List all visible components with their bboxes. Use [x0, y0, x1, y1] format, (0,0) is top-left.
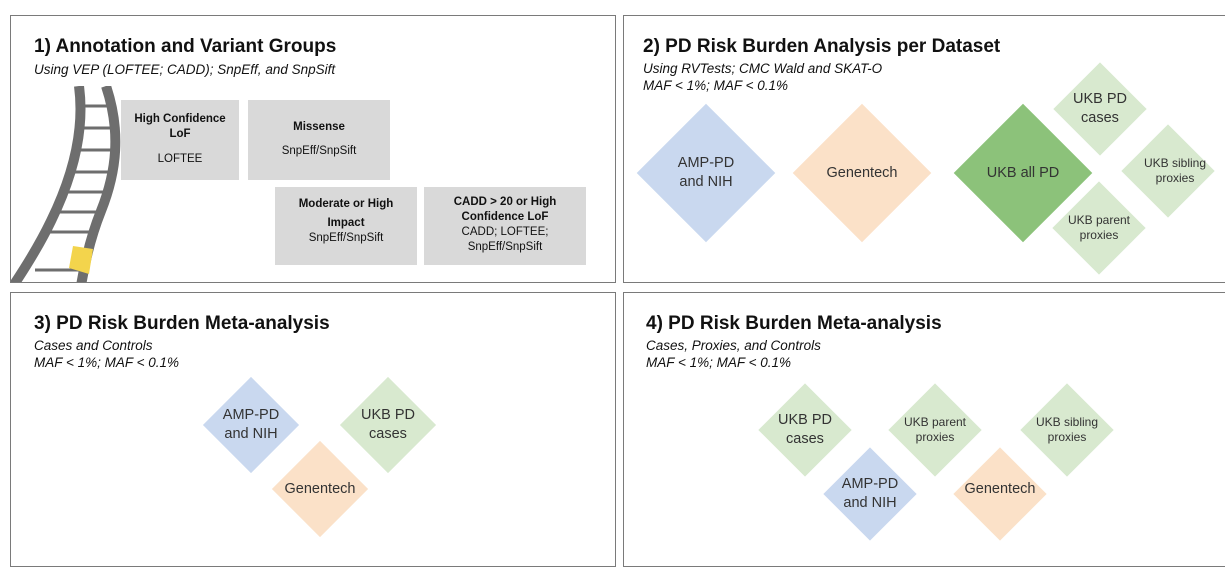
- group-title: High Confidence: [134, 113, 226, 125]
- group-title: CADD > 20 or High: [453, 196, 557, 208]
- group-tool: SnpEff/SnpSift: [467, 241, 543, 253]
- label-genentech: Genentech: [284, 480, 356, 497]
- panel-title: 3) PD Risk Burden Meta-analysis: [34, 313, 330, 334]
- group-title: Confidence LoF: [461, 211, 549, 223]
- panel-subtitle: Using RVTests; CMC Wald and SKAT-O: [643, 61, 883, 76]
- panel-subtitle: Cases, Proxies, and Controls: [646, 338, 821, 353]
- group-tool: CADD; LOFTEE;: [461, 226, 549, 238]
- group-box-high-confidence-lof: High Confidence LoF LOFTEE: [121, 100, 239, 180]
- group-box-cadd: CADD > 20 or High Confidence LoF CADD; L…: [424, 187, 586, 265]
- maf-thresholds: MAF < 1%; MAF < 0.1%: [643, 78, 789, 93]
- group-title: LoF: [169, 128, 191, 140]
- panel-subtitle: Using VEP (LOFTEE; CADD); SnpEff, and Sn…: [34, 62, 336, 77]
- maf-thresholds: MAF < 1%; MAF < 0.1%: [34, 355, 180, 370]
- label-ukb-all-pd: UKB all PD: [986, 164, 1060, 181]
- panel-meta-cases-controls: 3) PD Risk Burden Meta-analysis Cases an…: [10, 292, 616, 567]
- group-tool: LOFTEE: [157, 153, 203, 165]
- dna-helix-icon: [11, 86, 121, 282]
- group-title: Moderate or High: [298, 198, 394, 210]
- panel-subtitle: Cases and Controls: [34, 338, 153, 353]
- group-tool: SnpEff/SnpSift: [281, 145, 357, 157]
- panel-title: 4) PD Risk Burden Meta-analysis: [646, 313, 942, 334]
- maf-thresholds: MAF < 1%; MAF < 0.1%: [646, 355, 792, 370]
- group-box-missense: Missense SnpEff/SnpSift: [248, 100, 390, 180]
- panel-burden-per-dataset: 2) PD Risk Burden Analysis per Dataset U…: [623, 15, 1225, 283]
- panel-annotation: 1) Annotation and Variant Groups Using V…: [10, 15, 616, 283]
- group-box-moderate-high-impact: Moderate or High Impact SnpEff/SnpSift: [275, 187, 417, 265]
- panel-title: 1) Annotation and Variant Groups: [34, 36, 337, 57]
- panel-title: 2) PD Risk Burden Analysis per Dataset: [643, 36, 1001, 57]
- group-tool: SnpEff/SnpSift: [308, 232, 384, 244]
- group-title: Missense: [293, 121, 345, 133]
- label-genentech: Genentech: [826, 164, 898, 181]
- panel-meta-cases-proxies-controls: 4) PD Risk Burden Meta-analysis Cases, P…: [623, 292, 1225, 567]
- group-title: Impact: [327, 217, 365, 229]
- label-genentech: Genentech: [964, 480, 1036, 497]
